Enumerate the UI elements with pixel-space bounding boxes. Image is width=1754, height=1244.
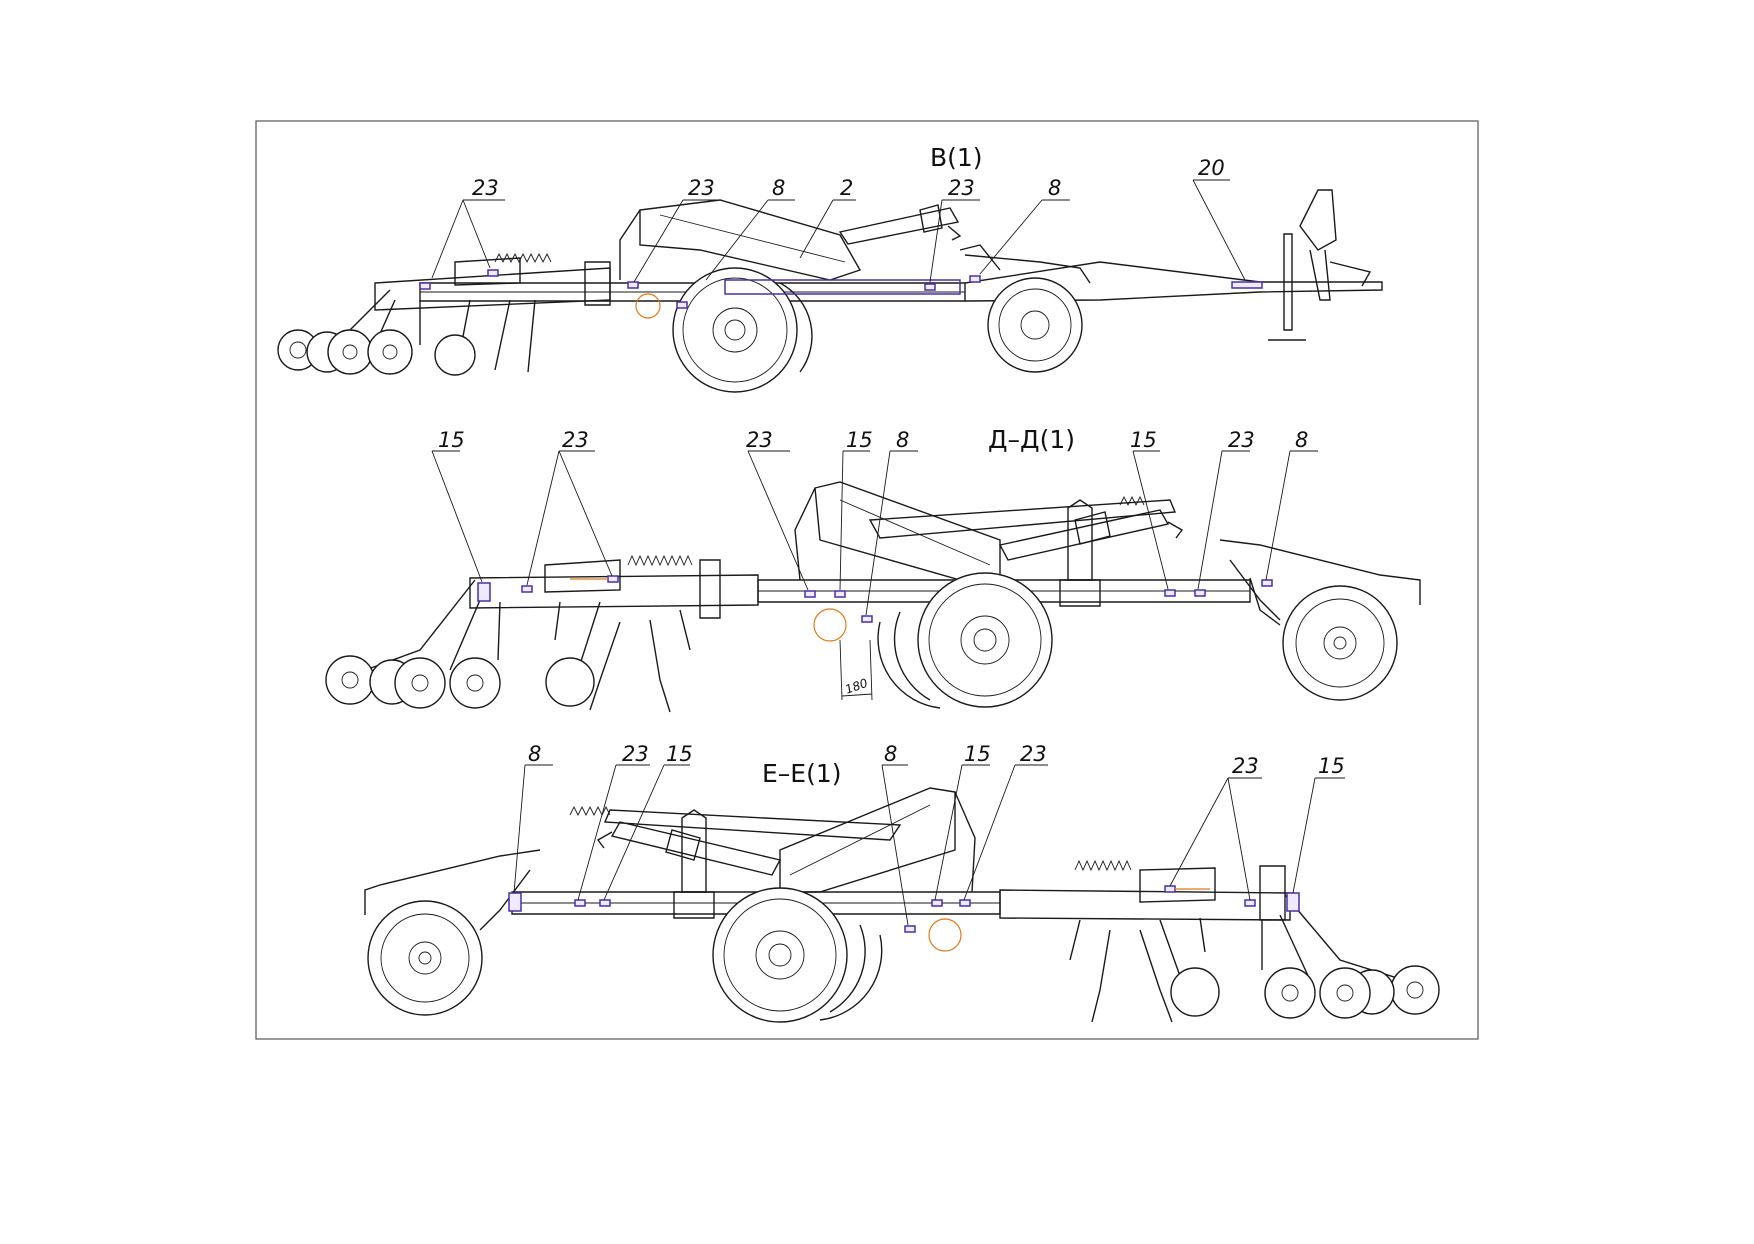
callout-label: 15 (666, 742, 693, 766)
view-b-title: В(1) (930, 143, 983, 172)
callout-label: 8 (884, 742, 897, 766)
callout-label: 2 (840, 176, 853, 200)
callout-label: 15 (964, 742, 991, 766)
callout-label: 8 (772, 176, 785, 200)
callout-label: 23 (562, 428, 589, 452)
callout-label: 8 (528, 742, 541, 766)
callout-label: 8 (1295, 428, 1308, 452)
callout-label: 15 (1130, 428, 1157, 452)
view-d-title: Д–Д(1) (988, 425, 1075, 454)
view-e: Е–Е(1) 8 23 15 8 15 23 23 15 (364, 742, 1440, 1023)
callout-label: 23 (622, 742, 649, 766)
callout-label: 8 (896, 428, 909, 452)
callout-label: 23 (1020, 742, 1047, 766)
callout-label: 23 (948, 176, 975, 200)
callout-label: 8 (1048, 176, 1061, 200)
view-d: 180 Д–Д(1) 15 23 23 15 8 15 23 8 (325, 425, 1421, 713)
callout-label: 23 (472, 176, 499, 200)
view-b: В(1) 23 23 8 2 23 8 20 (277, 143, 1383, 393)
frame-border (255, 120, 1479, 1040)
callout-label: 15 (1318, 754, 1345, 778)
view-e-title: Е–Е(1) (762, 759, 842, 788)
dimension-label: 180 (843, 676, 870, 697)
callout-label: 15 (438, 428, 465, 452)
callout-label: 23 (1228, 428, 1255, 452)
callout-label: 20 (1198, 156, 1225, 180)
callout-label: 23 (688, 176, 715, 200)
callout-label: 15 (846, 428, 873, 452)
callout-label: 23 (746, 428, 773, 452)
callout-label: 23 (1232, 754, 1259, 778)
